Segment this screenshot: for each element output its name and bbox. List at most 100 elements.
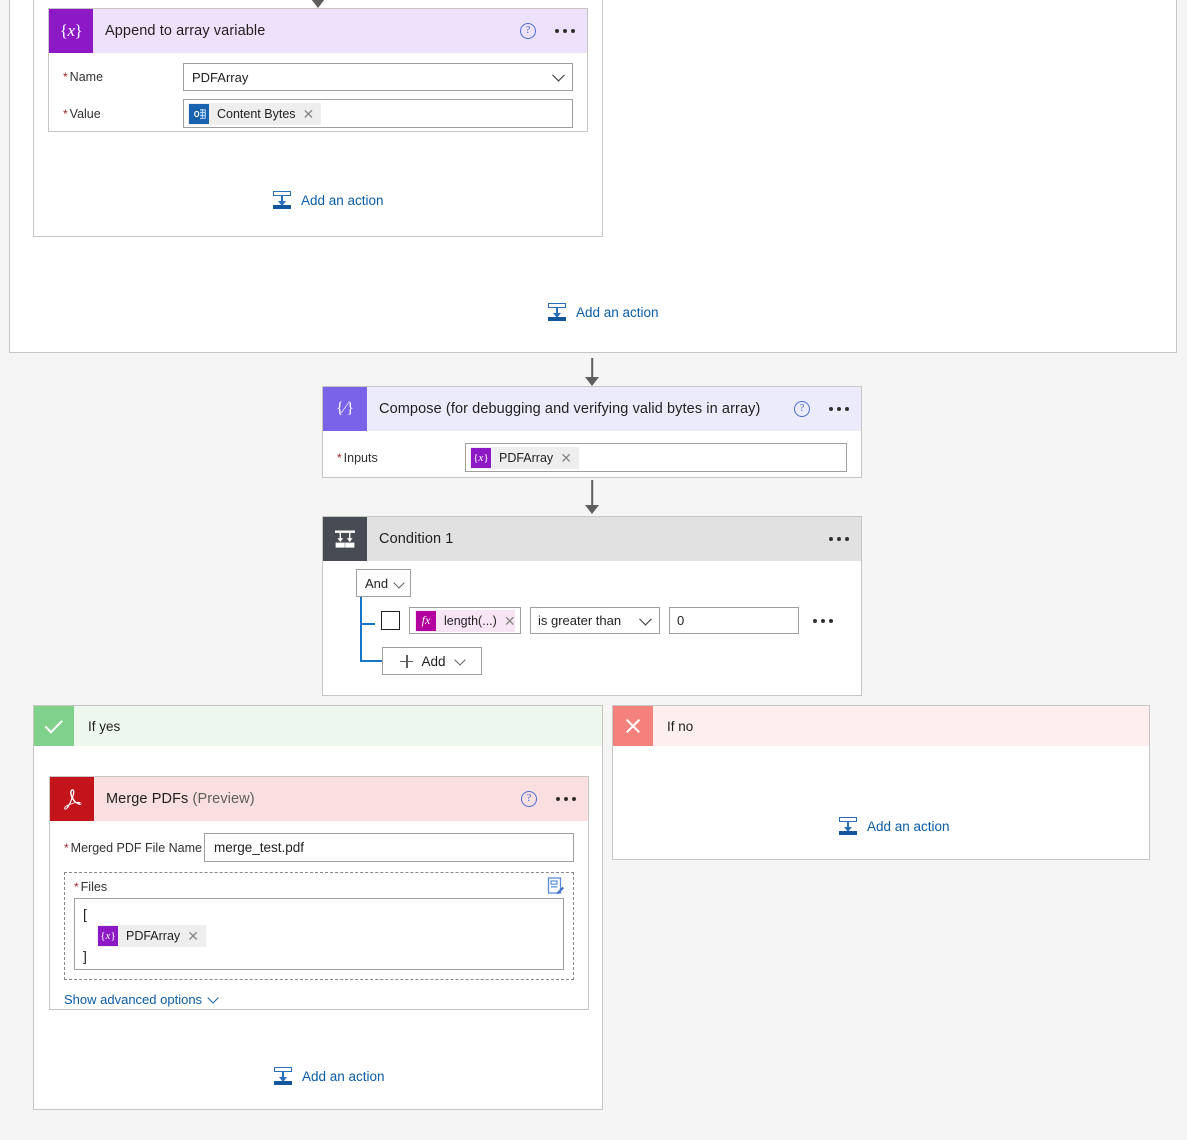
variable-braces-icon: {x} <box>49 9 93 53</box>
remove-token-icon[interactable]: ✕ <box>560 449 572 466</box>
card-title-text: Merge PDFs <box>106 791 189 807</box>
chevron-down-icon <box>207 991 219 1004</box>
field-label-text: Files <box>80 880 108 894</box>
field-row-inputs: *Inputs {x} PDFArray ✕ <box>337 443 847 472</box>
branch-if-yes: If yes Merge PDFs (Preview) ? <box>33 705 603 1110</box>
field-row-name: *Name PDFArray <box>63 63 573 91</box>
condition-connector-line <box>360 597 362 661</box>
help-icon[interactable]: ? <box>521 791 537 807</box>
add-an-action-label: Add an action <box>576 304 659 320</box>
action-card-compose[interactable]: {∕} Compose (for debugging and verifying… <box>322 386 862 478</box>
branch-if-no: If no Add an action <box>612 705 1150 860</box>
x-icon <box>613 706 653 746</box>
merged-pdf-file-name-input[interactable]: merge_test.pdf <box>203 833 574 862</box>
field-row-value: *Value <box>63 99 573 128</box>
field-label-text: Inputs <box>343 450 378 465</box>
show-advanced-options-link[interactable]: Show advanced options <box>64 991 219 1007</box>
remove-token-icon[interactable]: ✕ <box>187 928 199 944</box>
condition-checkbox[interactable] <box>381 611 400 630</box>
branch-label: If yes <box>88 718 121 734</box>
condition-left-value[interactable]: fx length(...) ✕ <box>409 607 521 634</box>
add-an-action-label: Add an action <box>302 1068 385 1084</box>
remove-token-icon[interactable]: ✕ <box>503 612 516 629</box>
card-header: {∕} Compose (for debugging and verifying… <box>323 387 861 431</box>
card-title: Append to array variable <box>105 23 266 39</box>
adobe-acrobat-icon <box>50 777 94 821</box>
field-label: *Inputs <box>337 450 378 465</box>
token-pdfarray[interactable]: {x} PDFArray ✕ <box>470 446 579 469</box>
token-pdfarray[interactable]: {x} PDFArray ✕ <box>97 925 206 947</box>
variable-braces-icon: {x} <box>471 447 491 468</box>
files-code-editor[interactable]: [ {x} PDFArray ✕ ] <box>74 898 564 970</box>
token-content-bytes[interactable]: Content Bytes ✕ <box>188 102 322 125</box>
value-input[interactable]: Content Bytes ✕ <box>183 99 573 128</box>
add-action-icon <box>273 1066 293 1086</box>
field-label: *Merged PDF File Name <box>64 840 202 855</box>
add-condition-button[interactable]: Add <box>382 647 482 675</box>
logic-operator-dropdown[interactable]: And <box>356 569 411 597</box>
card-body: *Merged PDF File Name merge_test.pdf *Fi… <box>50 821 588 1023</box>
token-length-expression[interactable]: fx length(...) ✕ <box>415 609 516 632</box>
compose-icon: {∕} <box>323 387 367 431</box>
chevron-down-icon <box>393 577 405 589</box>
show-advanced-options-label: Show advanced options <box>64 992 203 1007</box>
connector-arrow-to-condition <box>577 480 607 514</box>
branch-header: If no <box>613 706 1149 746</box>
inputs-input[interactable]: {x} PDFArray ✕ <box>465 443 847 472</box>
more-options-icon[interactable] <box>827 533 851 545</box>
condition-connector-branch <box>360 623 375 625</box>
add-an-action-if-no[interactable]: Add an action <box>838 816 950 836</box>
code-line-close: ] <box>83 948 87 964</box>
chevron-down-icon <box>453 653 466 666</box>
token-label: Content Bytes <box>217 106 296 121</box>
condition-connector-branch <box>360 660 382 662</box>
merged-pdf-file-name-value: merge_test.pdf <box>213 840 305 855</box>
token-label: PDFArray <box>126 929 181 943</box>
connector-arrow-to-append <box>303 0 333 8</box>
condition-branch-icon <box>323 517 367 561</box>
add-an-action-scope[interactable]: Add an action <box>547 302 659 322</box>
token-label: length(...) <box>444 613 497 628</box>
condition-row-more-options-icon[interactable] <box>811 615 835 627</box>
field-label: *Files <box>74 880 108 894</box>
name-dropdown[interactable]: PDFArray <box>183 63 573 91</box>
help-icon[interactable]: ? <box>794 401 810 417</box>
more-options-icon[interactable] <box>554 793 578 805</box>
switch-to-code-editor-icon[interactable] <box>547 877 565 895</box>
add-an-action-label: Add an action <box>301 192 384 208</box>
branch-header: If yes <box>34 706 602 746</box>
plus-icon <box>400 654 414 668</box>
help-icon[interactable]: ? <box>520 23 536 39</box>
checkmark-icon <box>34 706 74 746</box>
name-dropdown-value: PDFArray <box>192 69 249 85</box>
more-options-icon[interactable] <box>827 403 851 415</box>
condition-operator-value: is greater than <box>538 613 622 628</box>
condition-body: And fx length(...) ✕ is greater than <box>323 561 861 697</box>
add-an-action-if-yes[interactable]: Add an action <box>273 1066 385 1086</box>
token-label: PDFArray <box>499 450 554 465</box>
connector-arrow-to-compose <box>577 358 607 386</box>
action-card-condition[interactable]: Condition 1 And fx length(...) ✕ <box>322 516 862 696</box>
condition-right-value-input[interactable]: 0 <box>669 607 799 634</box>
card-title-preview-tag: (Preview) <box>192 791 255 807</box>
add-an-action-loop[interactable]: Add an action <box>272 190 384 210</box>
field-label: *Name <box>63 70 104 84</box>
action-card-merge-pdfs[interactable]: Merge PDFs (Preview) ? *Merged PDF File … <box>49 776 589 1010</box>
card-title: Compose (for debugging and verifying val… <box>379 401 761 417</box>
add-an-action-label: Add an action <box>867 818 950 834</box>
condition-operator-dropdown[interactable]: is greater than <box>530 607 660 634</box>
card-body: *Inputs {x} PDFArray ✕ <box>323 431 861 488</box>
card-body: *Name PDFArray *Value <box>49 53 587 152</box>
fx-icon: fx <box>416 610 436 631</box>
code-line-token: {x} PDFArray ✕ <box>83 924 555 947</box>
action-card-append-to-array-variable[interactable]: {x} Append to array variable ? *Name PDF… <box>48 8 588 132</box>
remove-token-icon[interactable]: ✕ <box>302 105 315 122</box>
chevron-down-icon <box>639 612 652 626</box>
branch-label: If no <box>667 718 694 734</box>
add-action-icon <box>547 302 567 322</box>
chevron-down-icon <box>552 68 565 82</box>
more-options-icon[interactable] <box>553 25 577 37</box>
condition-right-value: 0 <box>677 613 685 628</box>
field-label: *Value <box>63 106 101 121</box>
